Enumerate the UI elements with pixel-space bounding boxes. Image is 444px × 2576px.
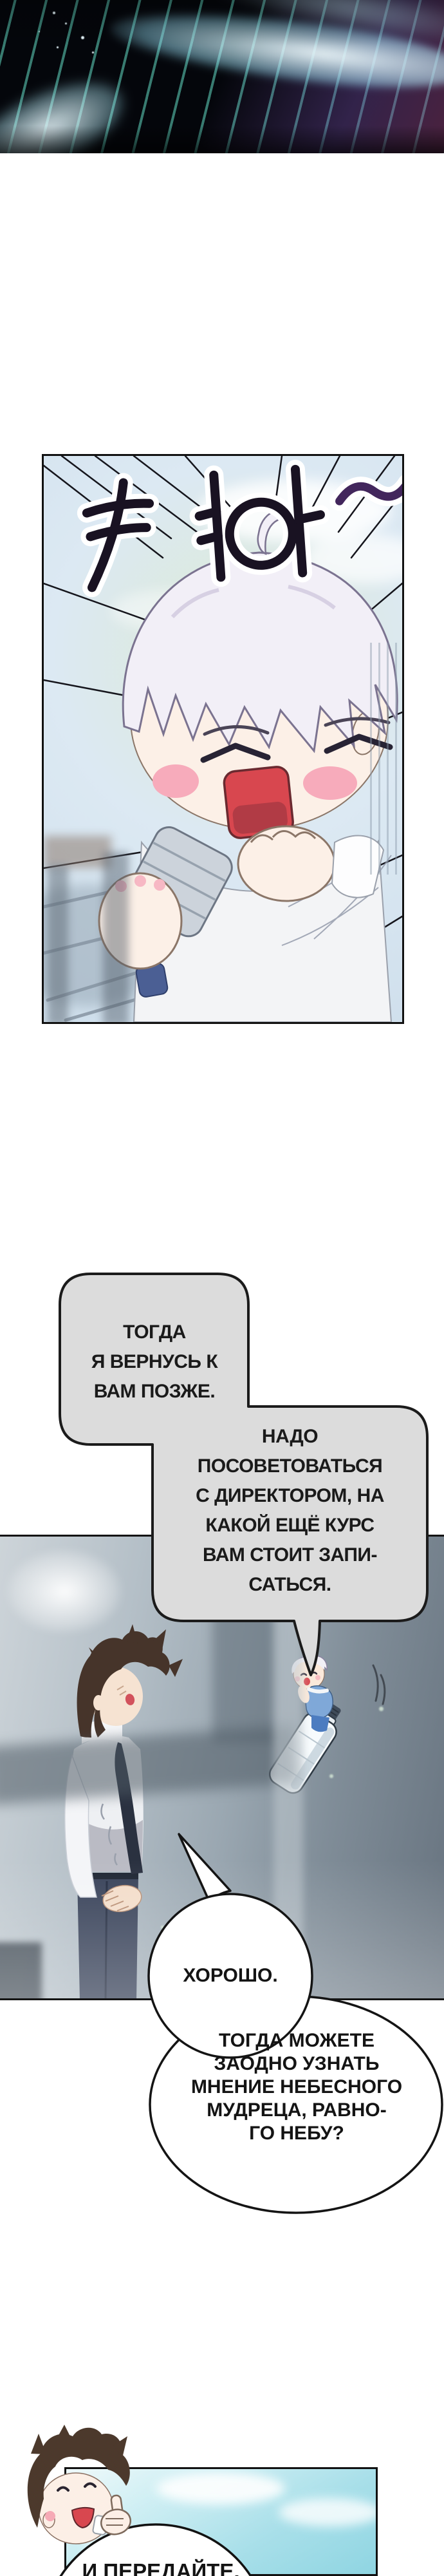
chibi-blush — [45, 2511, 55, 2521]
knuckle — [134, 875, 146, 887]
left-fist — [98, 872, 183, 970]
white-speech-bubbles — [147, 1833, 443, 2214]
chibi-mouth — [223, 766, 294, 839]
fairy-mouth — [304, 1678, 310, 1685]
window-blinds — [364, 643, 402, 875]
hair-shine — [171, 585, 336, 619]
speech-bubble-return-later: ТОГДА Я ВЕРНУСЬ К ВАМ ПОЗЖЕ. — [60, 1318, 249, 1406]
light-glow — [6, 1549, 122, 1633]
blurred-frame — [48, 865, 68, 1022]
knuckle-lines — [106, 2518, 124, 2526]
hair-spikes — [89, 1624, 183, 1677]
bubble-line: ГО НЕБУ? — [249, 2123, 344, 2144]
fairy-skirt — [311, 1715, 329, 1732]
bubble-shape — [59, 1273, 429, 1676]
bubble-line: Я ВЕРНУСЬ К — [91, 1351, 218, 1372]
knuckle — [154, 879, 165, 891]
bokeh-dot — [329, 1774, 333, 1778]
bubble-line: НАДО — [261, 1426, 319, 1447]
man-mouth — [125, 1694, 135, 1705]
blush-right — [303, 766, 357, 800]
bubble-line: ТОГДА МОЖЕТЕ — [219, 2030, 375, 2051]
speech-bubble-okay: ХОРОШО. — [158, 1966, 302, 1985]
chibi-closed-eyes — [57, 2482, 97, 2492]
finger-lines — [250, 830, 317, 843]
bubble-line: ПОСОВЕТОВАТЬСЯ — [197, 1455, 383, 1477]
bubble-line: МНЕНИЕ НЕБЕСНОГО — [190, 2076, 403, 2098]
man-ear — [93, 1695, 104, 1710]
chibi-open-mouth — [71, 2506, 95, 2529]
cloud — [156, 2472, 285, 2505]
chibi-man-thumbs-up — [27, 2425, 132, 2544]
blurred-window — [44, 836, 111, 868]
vignette — [0, 0, 444, 153]
fairy-blush — [315, 1675, 320, 1680]
relay-bubble — [59, 2523, 252, 2576]
cheek-marks — [116, 1685, 127, 1696]
blush-left — [153, 764, 199, 798]
bokeh-dot — [379, 1707, 384, 1711]
speech-bubble-relay: И ПЕРЕДАЙТЕ, — [61, 2559, 261, 2576]
speech-bubble-consult: НАДО ПОСОВЕТОВАТЬСЯ С ДИРЕКТОРОМ, НА КАК… — [153, 1422, 427, 1600]
finger-lines — [101, 1890, 129, 1911]
chibi-hair — [27, 2427, 130, 2528]
fairy-strap — [307, 1687, 329, 1694]
blurred-frame — [103, 852, 129, 1022]
chibi-character — [98, 509, 398, 1022]
bubble-line: ВАМ ПОЗЖЕ. — [93, 1381, 216, 1402]
chibi-eyebrows — [203, 717, 391, 736]
motion-arcs — [372, 1664, 386, 1705]
fist — [100, 2508, 132, 2535]
bokeh-dot — [161, 1926, 164, 1929]
bubble-line: ТОГДА — [123, 1321, 186, 1343]
cloud — [279, 2498, 376, 2526]
bubble-okay-shape — [147, 1893, 313, 2059]
bubble-line: И ПЕРЕДАЙТЕ, — [82, 2559, 240, 2576]
sfx-kyaa — [77, 459, 402, 598]
scream-panel: 캬아~ — [42, 454, 404, 1024]
bubble-line: САТЬСЯ. — [248, 1574, 331, 1595]
bubble-line: ЗАОДНО УЗНАТЬ — [214, 2053, 380, 2074]
bubble-line: МУДРЕЦА, РАВНО- — [207, 2099, 387, 2121]
chibi-closed-eyes — [200, 734, 393, 763]
sideburn — [94, 1705, 106, 1738]
shirt-wrinkles — [100, 1803, 118, 1866]
bubble-relay-shape — [59, 2523, 252, 2576]
sleeve — [331, 835, 385, 898]
knuckle — [115, 880, 127, 892]
ceiling-lights-panel — [0, 0, 444, 153]
bubble-line: ВАМ СТОИТ ЗАПИ- — [203, 1544, 377, 1566]
bubble-line: С ДИРЕКТОРОМ, НА — [196, 1485, 384, 1506]
scream-panel-art — [44, 456, 402, 1022]
gray-speech-bubbles — [59, 1273, 429, 1676]
blurred-desk — [0, 1942, 42, 1998]
right-fist — [237, 825, 336, 902]
bubble-line: КАКОЙ ЕЩЁ КУРС — [205, 1515, 375, 1536]
bubble-okay-tail — [178, 1833, 232, 1902]
bubble-line: ХОРОШО. — [183, 1965, 278, 1986]
speech-bubble-sage: ТОГДА МОЖЕТЕ ЗАОДНО УЗНАТЬ МНЕНИЕ НЕБЕСН… — [151, 2029, 442, 2145]
